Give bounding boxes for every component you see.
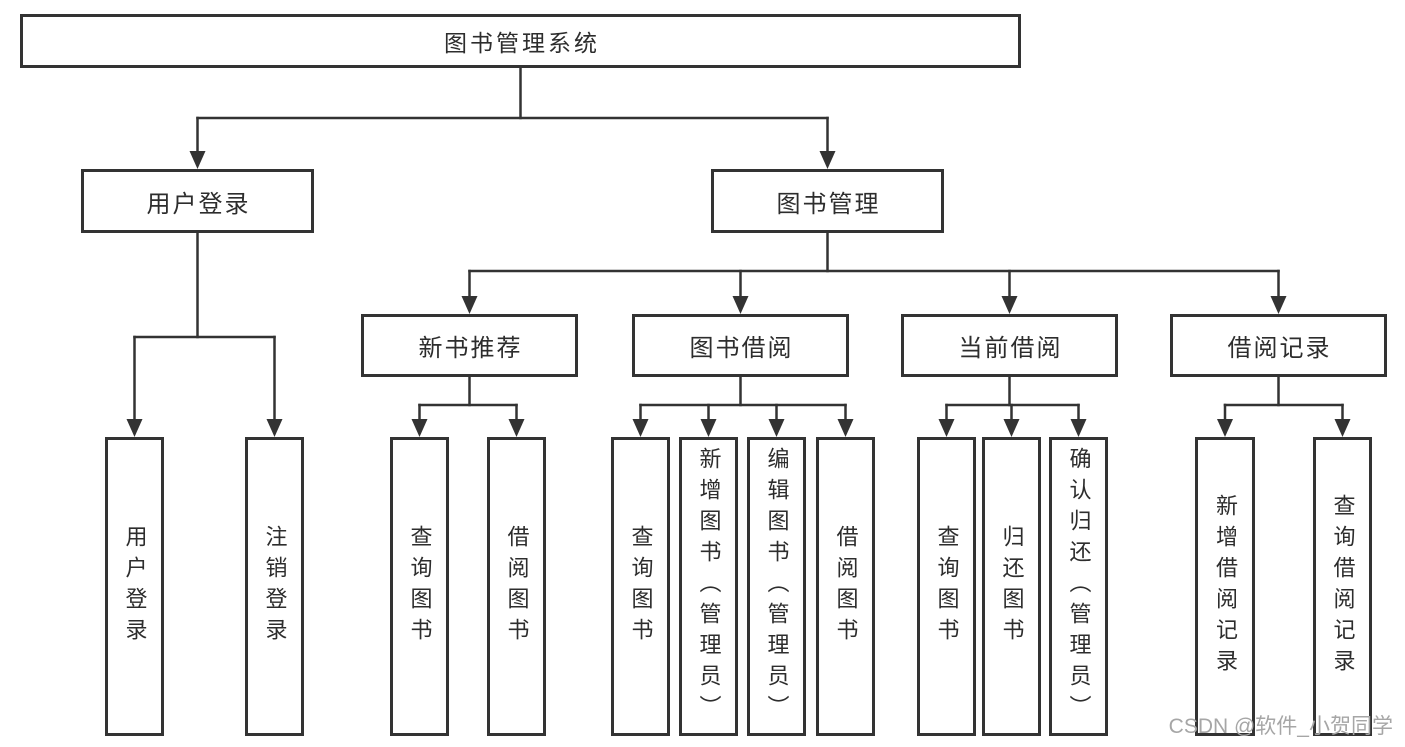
node-root-label: 图书管理系统 [444, 30, 600, 56]
node-book-borrow-label: 图书借阅 [689, 335, 794, 362]
node-borrow-records: 借阅记录 [1170, 314, 1387, 377]
leaf-edit-books-admin-label: 编辑图书（管理员） [764, 447, 790, 726]
leaf-add-books-admin: 新增图书（管理员） [679, 437, 738, 736]
leaf-borrow-books-label: 借阅图书 [833, 524, 859, 649]
node-new-book-recommend: 新书推荐 [361, 314, 578, 377]
node-current-borrow-label: 当前借阅 [958, 335, 1063, 362]
leaf-logout: 注销登录 [245, 437, 304, 736]
leaf-return-books: 归还图书 [982, 437, 1041, 736]
leaf-query-books-current-label: 查询图书 [934, 524, 960, 649]
node-user-login: 用户登录 [81, 169, 314, 233]
leaf-add-borrow-record: 新增借阅记录 [1195, 437, 1255, 736]
leaf-borrow-books-recommend: 借阅图书 [487, 437, 546, 736]
leaf-query-books-borrow-label: 查询图书 [628, 524, 654, 649]
arrowhead-icons [126, 151, 1351, 437]
leaf-query-borrow-record: 查询借阅记录 [1313, 437, 1372, 736]
csdn-watermark: CSDN @软件_小贺同学 [1168, 715, 1393, 738]
node-current-borrow: 当前借阅 [901, 314, 1118, 377]
leaf-query-books-recommend: 查询图书 [390, 437, 449, 736]
leaf-borrow-books-recommend-label: 借阅图书 [504, 524, 530, 649]
leaf-user-login: 用户登录 [105, 437, 164, 736]
leaf-query-borrow-record-label: 查询借阅记录 [1330, 493, 1356, 680]
node-new-book-recommend-label: 新书推荐 [418, 335, 523, 362]
node-root-system: 图书管理系统 [20, 14, 1021, 68]
leaf-return-books-label: 归还图书 [999, 524, 1025, 649]
leaf-borrow-books: 借阅图书 [816, 437, 875, 736]
leaf-user-login-label: 用户登录 [122, 524, 148, 649]
node-book-borrow: 图书借阅 [632, 314, 849, 377]
leaf-query-books-borrow: 查询图书 [611, 437, 670, 736]
leaf-confirm-return-admin: 确认归还（管理员） [1049, 437, 1108, 736]
leaf-query-books-current: 查询图书 [917, 437, 976, 736]
node-user-login-label: 用户登录 [146, 190, 251, 218]
leaf-confirm-return-admin-label: 确认归还（管理员） [1066, 447, 1092, 726]
leaf-add-books-admin-label: 新增图书（管理员） [696, 447, 722, 726]
leaf-logout-label: 注销登录 [262, 524, 288, 649]
node-book-management-label: 图书管理 [776, 190, 881, 218]
node-book-management: 图书管理 [711, 169, 944, 233]
node-borrow-records-label: 借阅记录 [1227, 335, 1332, 362]
leaf-query-books-recommend-label: 查询图书 [407, 524, 433, 649]
leaf-add-borrow-record-label: 新增借阅记录 [1213, 493, 1238, 680]
leaf-edit-books-admin: 编辑图书（管理员） [747, 437, 806, 736]
